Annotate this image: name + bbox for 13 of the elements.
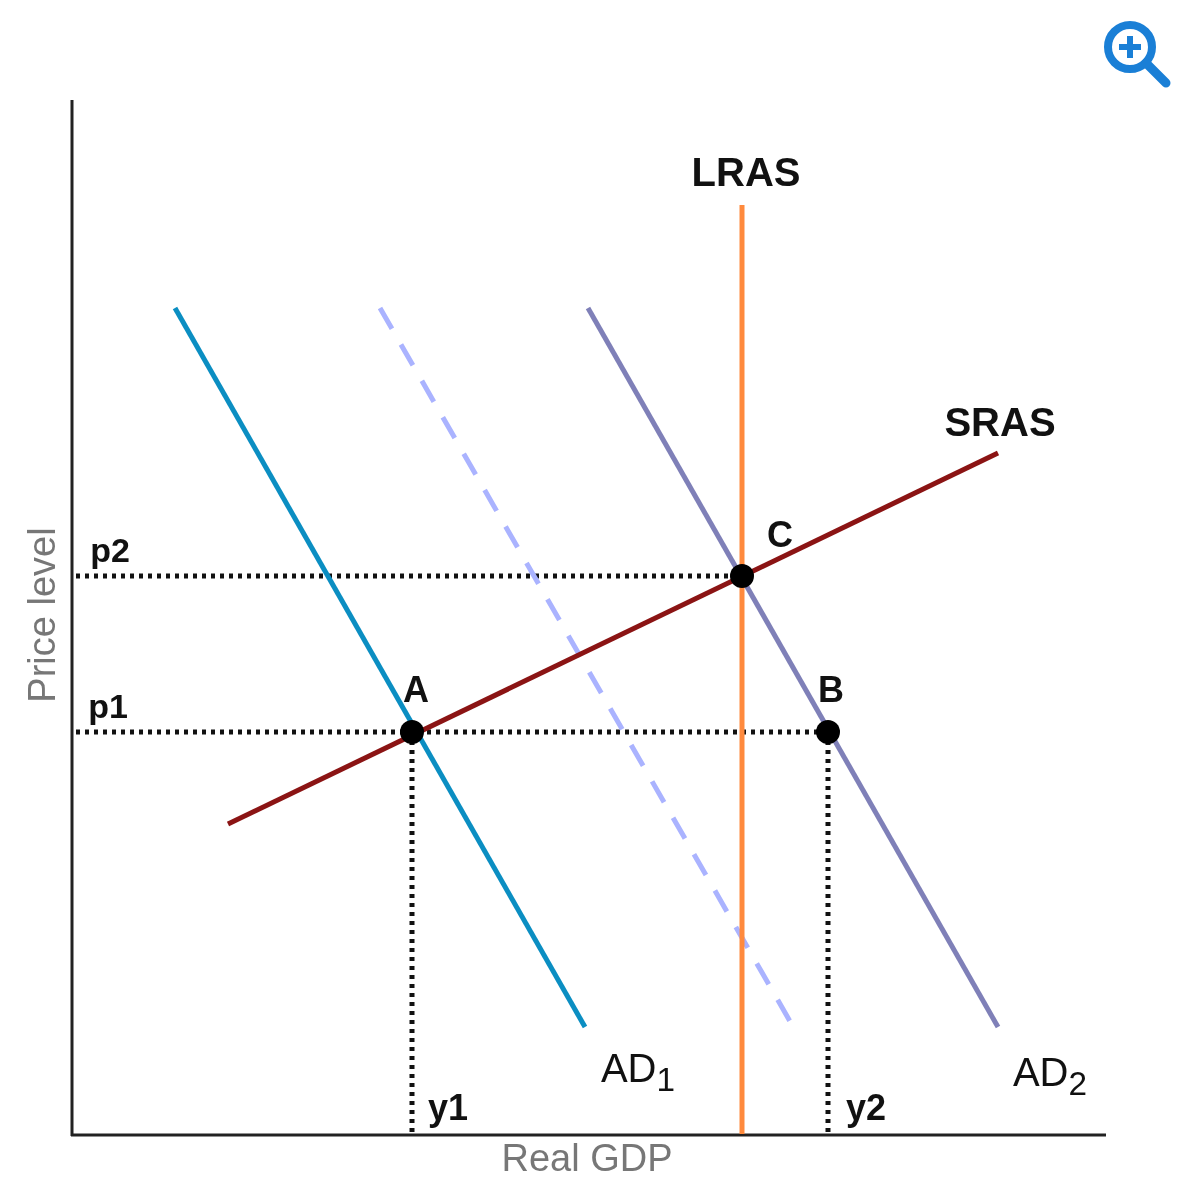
tick-label: p1 [88,689,128,723]
point-label: A [403,672,429,708]
tick-label: y2 [846,1090,886,1126]
axis-title: Price level [23,527,61,703]
tick-label: y1 [428,1090,468,1126]
curve-label: AD$_{1}$ [600,1047,676,1097]
tick-label: p2 [90,533,130,567]
curve-label: SRAS [944,402,1056,442]
point-label: C [767,517,793,553]
point-label: B [818,672,844,708]
axis-title: Real GDP [501,1139,673,1177]
curve-label: LRAS [691,152,801,192]
curve-label: AD$_{2}$ [1012,1051,1088,1101]
